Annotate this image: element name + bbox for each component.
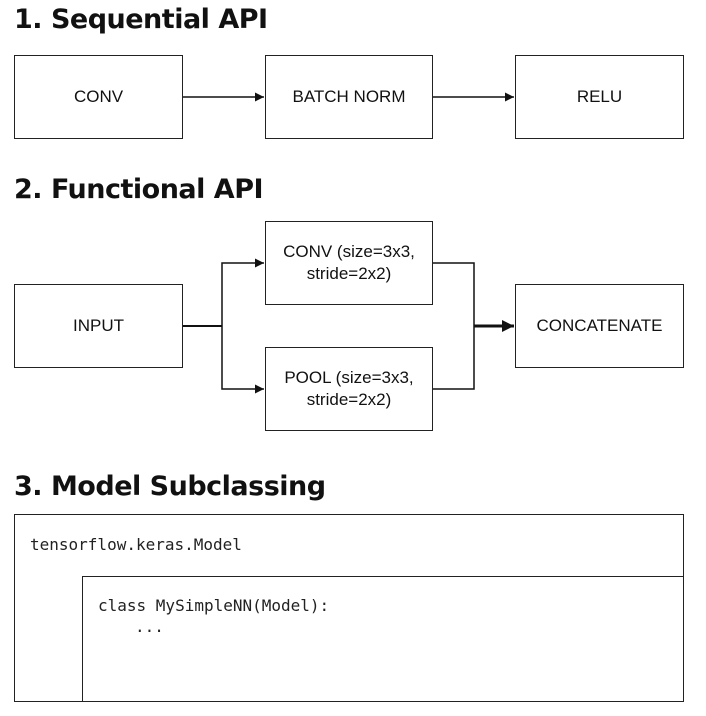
line-pool-to-merge: [433, 326, 475, 390]
model-subclassing-title: 3. Model Subclassing: [14, 471, 326, 502]
line-conv-to-merge: [433, 262, 475, 326]
keras-model-label: tensorflow.keras.Model: [30, 535, 242, 554]
batch-norm-node: BATCH NORM: [265, 55, 433, 139]
conv-stride-node: CONV (size=3x3, stride=2x2): [265, 221, 433, 305]
arrow-input-to-conv: [221, 258, 264, 326]
class-body-ellipsis: ...: [135, 617, 164, 636]
conv-node-line-1: CONV (size=3x3,: [283, 241, 415, 261]
conv-node: CONV: [14, 55, 183, 139]
conv-node-line-2: stride=2x2): [306, 264, 392, 283]
input-node: INPUT: [14, 284, 183, 368]
pool-node-line-1: POOL (size=3x3,: [284, 367, 414, 387]
arrow-input-to-pool: [221, 326, 264, 394]
relu-node: RELU: [515, 55, 684, 139]
pool-node-line-2: stride=2x2): [306, 390, 392, 409]
pool-node: POOL (size=3x3, stride=2x2): [265, 347, 433, 431]
functional-api-title: 2. Functional API: [14, 174, 264, 205]
class-definition-line: class MySimpleNN(Model):: [98, 596, 330, 615]
subclass-box: [82, 576, 684, 702]
sequential-api-title: 1. Sequential API: [14, 4, 268, 35]
concatenate-node: CONCATENATE: [515, 284, 684, 368]
